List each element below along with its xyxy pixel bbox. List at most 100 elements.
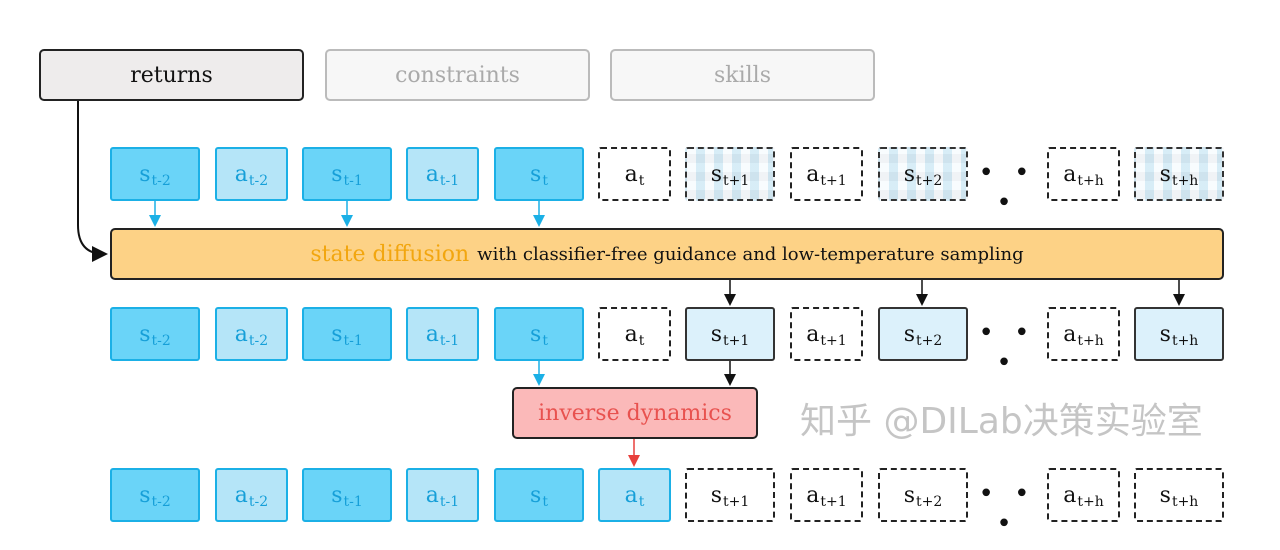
subscript: t-2 — [151, 333, 171, 349]
subscript: t+h — [1171, 173, 1199, 189]
label: a — [1063, 161, 1077, 187]
label: s — [903, 321, 916, 347]
subscript: t — [638, 173, 645, 189]
ellipsis: • • • — [978, 479, 1036, 539]
label: s — [1159, 321, 1171, 347]
subscript: t-2 — [151, 494, 171, 510]
subscript: t-2 — [248, 333, 269, 349]
label: s — [331, 482, 343, 508]
constraints-button[interactable]: constraints — [325, 49, 590, 101]
subscript: t — [542, 173, 548, 189]
ellipsis: • • • — [978, 158, 1036, 218]
label: s — [710, 482, 723, 508]
label: s — [530, 482, 542, 508]
ellipsis: • • • — [978, 318, 1036, 378]
label: a — [234, 321, 248, 347]
label: s — [710, 161, 723, 187]
subscript: t+h — [1171, 494, 1199, 510]
subscript: t — [638, 333, 645, 349]
label: a — [1063, 482, 1077, 508]
label: s — [903, 161, 916, 187]
label: a — [234, 482, 248, 508]
diffusion-title: state diffusion — [310, 241, 470, 267]
subscript: t-2 — [248, 173, 269, 189]
subscript: t-1 — [343, 173, 363, 189]
subscript: t+1 — [723, 494, 750, 510]
subscript: t+1 — [723, 173, 750, 189]
subscript: t+h — [1077, 333, 1104, 349]
label: s — [139, 321, 151, 347]
returns-button[interactable]: returns — [39, 49, 304, 101]
label: a — [624, 321, 638, 347]
label: a — [806, 161, 820, 187]
diffusion-description: with classifier-free guidance and low-te… — [477, 243, 1024, 265]
subscript: t+h — [1171, 333, 1199, 349]
label: a — [806, 321, 820, 347]
subscript: t-1 — [439, 333, 460, 349]
label: a — [806, 482, 820, 508]
subscript: t-1 — [439, 494, 460, 510]
returns-arrow — [77, 101, 108, 262]
subscript: t+1 — [820, 333, 847, 349]
subscript: t+2 — [916, 333, 943, 349]
label: a — [425, 482, 439, 508]
subscript: t+h — [1077, 494, 1104, 510]
label: a — [1063, 321, 1077, 347]
subscript: t+h — [1077, 173, 1104, 189]
label: a — [624, 482, 638, 508]
label: s — [1159, 482, 1171, 508]
label: a — [425, 161, 439, 187]
subscript: t+2 — [916, 494, 943, 510]
subscript: t+1 — [820, 173, 847, 189]
subscript: t+2 — [916, 173, 943, 189]
watermark: 知乎 @DILab决策实验室 — [800, 401, 1203, 442]
subscript: t-2 — [248, 494, 269, 510]
label: s — [710, 321, 723, 347]
subscript: t+1 — [723, 333, 750, 349]
label: s — [530, 321, 542, 347]
label: s — [139, 161, 151, 187]
label: s — [903, 482, 916, 508]
label: a — [425, 321, 439, 347]
label: s — [331, 161, 343, 187]
subscript: t+1 — [820, 494, 847, 510]
state-diffusion-block: state diffusion with classifier-free guid… — [110, 228, 1224, 280]
label: s — [331, 321, 343, 347]
subscript: t — [638, 494, 645, 510]
subscript: t-1 — [343, 494, 363, 510]
skills-button[interactable]: skills — [610, 49, 875, 101]
subscript: t-2 — [151, 173, 171, 189]
label: s — [530, 161, 542, 187]
label: s — [1159, 161, 1171, 187]
